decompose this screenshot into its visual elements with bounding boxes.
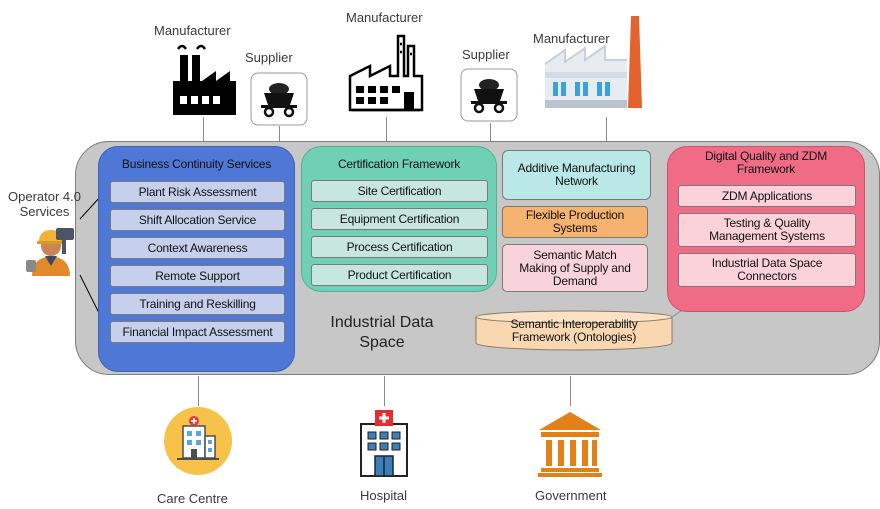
data-space-label: Industrial Data Space	[330, 314, 434, 351]
connector-manufacturer-2	[386, 117, 387, 142]
equipment-certification[interactable]: Equipment Certification	[311, 208, 488, 230]
zdm-applications[interactable]: ZDM Applications	[678, 185, 856, 207]
certification-title: Certification Framework	[337, 157, 461, 171]
manufacturer-1-label: Manufacturer	[154, 23, 231, 38]
flexible-production-systems[interactable]: Flexible Production Systems	[502, 206, 648, 238]
manufacturer-3-label: Manufacturer	[533, 31, 610, 46]
business-continuity-title: Business Continuity Services	[121, 157, 272, 171]
hospital-icon	[360, 410, 408, 477]
factory-outline-icon	[348, 34, 424, 112]
manufacturer-2-label: Manufacturer	[346, 10, 423, 25]
business-continuity-panel: Business Continuity Services Plant Risk …	[98, 146, 295, 372]
site-certification[interactable]: Site Certification	[311, 180, 488, 202]
operator-label: Operator 4.0 Services	[8, 189, 81, 219]
colored-factory-icon	[544, 16, 642, 108]
process-certification[interactable]: Process Certification	[311, 236, 488, 258]
semantic-match-making[interactable]: Semantic Match Making of Supply and Dema…	[502, 244, 648, 292]
additive-manufacturing-network[interactable]: Additive Manufacturing Network	[502, 150, 651, 200]
interoperability-label[interactable]: Semantic Interoperability Framework (Ont…	[510, 317, 638, 344]
testing-quality-management[interactable]: Testing & Quality Management Systems	[678, 213, 856, 247]
plant-risk-assessment[interactable]: Plant Risk Assessment	[110, 181, 285, 203]
zdm-title: Digital Quality and ZDM Framework	[704, 149, 828, 176]
connector-government	[570, 376, 571, 406]
factory-icon	[173, 44, 236, 115]
remote-support[interactable]: Remote Support	[110, 265, 285, 287]
training-and-reskilling[interactable]: Training and Reskilling	[110, 293, 285, 315]
financial-impact-assessment[interactable]: Financial Impact Assessment	[110, 321, 285, 343]
mine-cart-icon	[460, 68, 518, 122]
connector-supplier-1	[279, 126, 280, 142]
connector-manufacturer-3	[606, 117, 607, 142]
shift-allocation-service[interactable]: Shift Allocation Service	[110, 209, 285, 231]
government-label: Government	[535, 488, 607, 503]
supplier-2-label: Supplier	[462, 47, 510, 62]
connector-care-centre	[198, 376, 199, 406]
context-awareness[interactable]: Context Awareness	[110, 237, 285, 259]
care-centre-icon	[164, 407, 232, 475]
operator-connector	[79, 196, 101, 316]
hospital-label: Hospital	[360, 488, 407, 503]
operator-icon	[26, 228, 74, 276]
mine-cart-icon	[250, 72, 308, 126]
product-certification[interactable]: Product Certification	[311, 264, 488, 286]
connector-supplier-2	[490, 123, 491, 142]
industrial-data-space-connectors[interactable]: Industrial Data Space Connectors	[678, 253, 856, 287]
certification-panel: Certification Framework Site Certificati…	[301, 146, 497, 292]
care-centre-label: Care Centre	[157, 491, 228, 506]
government-icon	[538, 412, 602, 477]
connector-hospital	[384, 376, 385, 406]
connector-manufacturer-1	[203, 117, 204, 142]
zdm-panel: Digital Quality and ZDM Framework ZDM Ap…	[667, 146, 865, 312]
supplier-1-label: Supplier	[245, 50, 293, 65]
